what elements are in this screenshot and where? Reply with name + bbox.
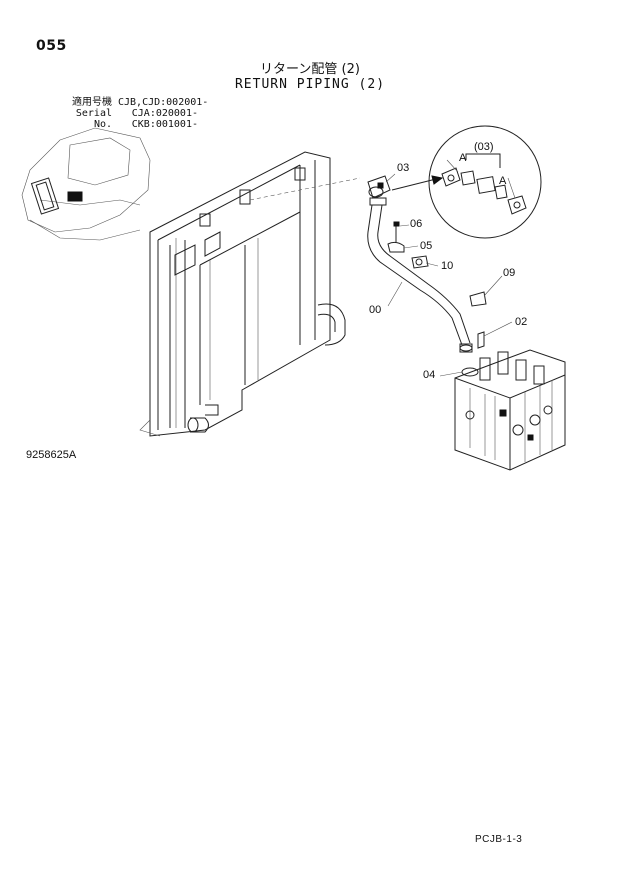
small-parts bbox=[387, 221, 487, 349]
return-pipe bbox=[367, 204, 473, 353]
footer-page-code: PCJB-1-3 bbox=[475, 834, 523, 845]
control-valve bbox=[454, 349, 566, 471]
title-english: RETURN PIPING (2) bbox=[234, 77, 386, 92]
machine-overview-icon bbox=[21, 127, 151, 241]
drawing-code: 9258625A bbox=[26, 449, 77, 461]
serial-value-1: CJB,CJD:002001- bbox=[118, 97, 209, 108]
callout-06: 06 bbox=[410, 218, 423, 230]
serial-value-2: CJA:020001- bbox=[131, 108, 198, 119]
detail-inset bbox=[391, 125, 542, 239]
callout-09: 09 bbox=[503, 267, 516, 279]
serial-values-block: CJB,CJD:002001- CJA:020001- CKB:001001- bbox=[118, 97, 209, 130]
callout-10: 10 bbox=[441, 260, 454, 272]
callout-02: 02 bbox=[515, 316, 528, 328]
page-number: 055 bbox=[36, 38, 67, 54]
callout-a-right: A bbox=[499, 175, 507, 187]
callout-05: 05 bbox=[420, 240, 433, 252]
serial-label-jp: 適用号機 bbox=[72, 97, 112, 108]
callout-leaders bbox=[385, 173, 513, 377]
serial-value-3: CKB:001001- bbox=[131, 119, 198, 130]
serial-label-en: Serial No. bbox=[75, 108, 112, 130]
serial-label-block: 適用号機 Serial No. bbox=[56, 97, 112, 130]
callout-03-group: (03) bbox=[474, 141, 494, 153]
callout-00: 00 bbox=[369, 304, 382, 316]
radiator-assembly bbox=[139, 151, 361, 437]
fitting-03 bbox=[367, 175, 391, 206]
callout-a-left: A bbox=[459, 152, 467, 164]
callout-03: 03 bbox=[397, 162, 410, 174]
callout-04: 04 bbox=[423, 369, 436, 381]
title-japanese: リターン配管 (2) bbox=[260, 62, 360, 77]
